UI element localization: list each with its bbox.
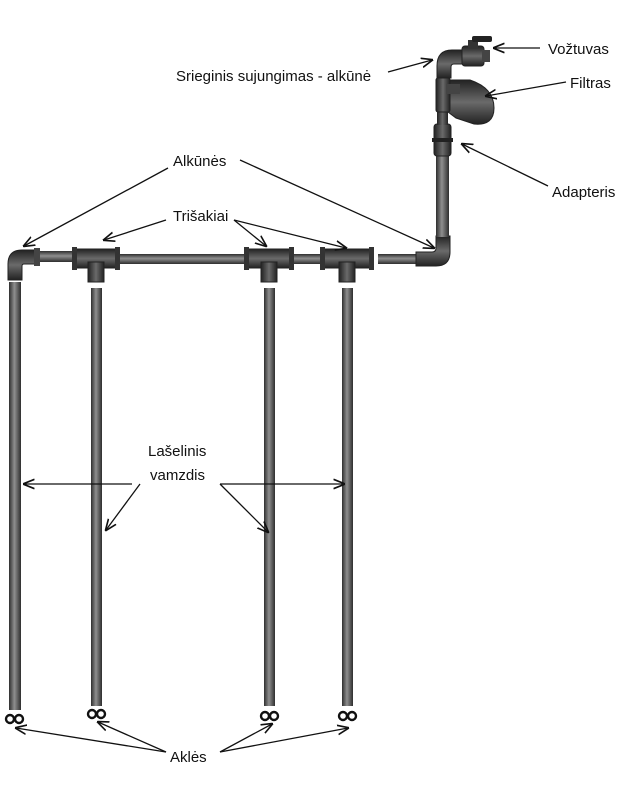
label-drip-tube-line1: Lašelinis [148, 443, 206, 460]
label-drip-tube-line2: vamzdis [150, 467, 205, 484]
label-filter: Filtras [570, 75, 611, 92]
arrow-elbow-left [24, 167, 169, 246]
label-end-caps: Aklės [170, 749, 207, 766]
main-pipe-segment [378, 254, 416, 264]
end-cap [337, 710, 358, 722]
callout-arrows [16, 48, 567, 753]
arrow-cap-3 [219, 724, 272, 753]
arrow-filter [486, 81, 567, 96]
label-valve: Vožtuvas [548, 41, 609, 58]
arrow-elbow-right [239, 159, 434, 248]
riser [432, 36, 495, 237]
main-pipe-segment [292, 254, 322, 264]
end-cap [259, 710, 280, 722]
arrow-adapter [462, 144, 549, 187]
tee-2 [244, 247, 294, 283]
arrow-cap-1 [16, 728, 167, 753]
valve [461, 36, 492, 67]
riser-pipe [436, 155, 449, 237]
main-pipe-segment [118, 254, 246, 264]
main-pipe-segment [36, 251, 74, 262]
drip-tube [9, 282, 21, 710]
main-line [36, 251, 416, 264]
label-threaded-elbow: Srieginis sujungimas - alkūnė [176, 68, 371, 85]
arrow-cap-4 [219, 728, 348, 753]
labels: Vožtuvas Srieginis sujungimas - alkūnė F… [148, 41, 615, 766]
tee-1 [72, 247, 120, 283]
arrow-threaded-elbow [387, 60, 432, 73]
arrow-tee-2 [233, 219, 266, 246]
label-tees: Trišakiai [173, 208, 228, 225]
arrow-tee-3 [233, 219, 346, 248]
end-cap [4, 713, 25, 725]
label-adapter: Adapteris [552, 184, 615, 201]
filter [435, 77, 495, 125]
left-elbow [7, 248, 40, 281]
arrow-drip-3 [219, 483, 268, 532]
drip-tube [264, 288, 275, 706]
adapter [432, 123, 453, 157]
arrow-drip-2 [106, 483, 141, 530]
tee-3 [320, 247, 374, 283]
right-elbow [415, 235, 451, 267]
arrow-cap-2 [98, 722, 167, 753]
label-elbows: Alkūnės [173, 153, 226, 170]
end-cap [86, 708, 107, 720]
arrow-tee-1 [104, 219, 167, 240]
drip-tube [342, 288, 353, 706]
drip-tube [91, 288, 102, 706]
end-caps [4, 708, 358, 725]
drip-tubes [9, 282, 353, 710]
threaded-elbow [436, 49, 463, 79]
